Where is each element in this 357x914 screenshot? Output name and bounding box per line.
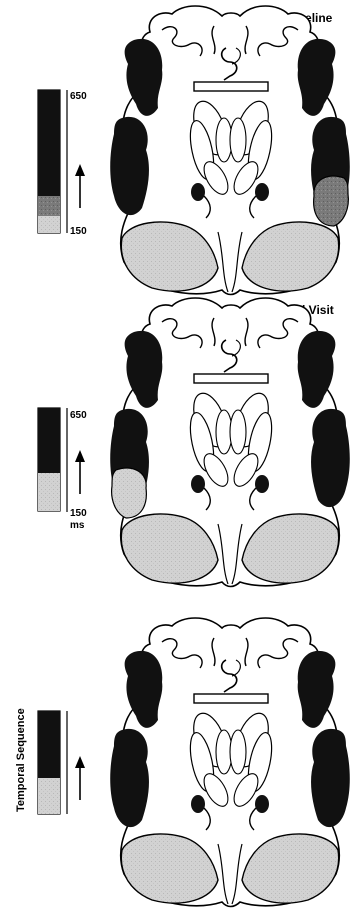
panel-3-scale-bar [38,711,85,814]
panel-1-scale-top: 650 [70,91,87,102]
panel-1-brain [110,6,350,295]
temporal-sequence-label: Temporal Sequence [15,708,27,812]
panel-2-brain [110,298,350,587]
panel-2-scale-bar [38,408,85,512]
panel-2-scale-unit: ms [70,520,85,531]
panel-2-scale-top: 650 [70,410,87,421]
panel-2-scale-bottom: 150 [70,508,87,519]
panel-3-brain [110,618,350,907]
panel-1-scale-bottom: 150 [70,226,87,237]
panel-1-scale-bar [38,90,85,233]
